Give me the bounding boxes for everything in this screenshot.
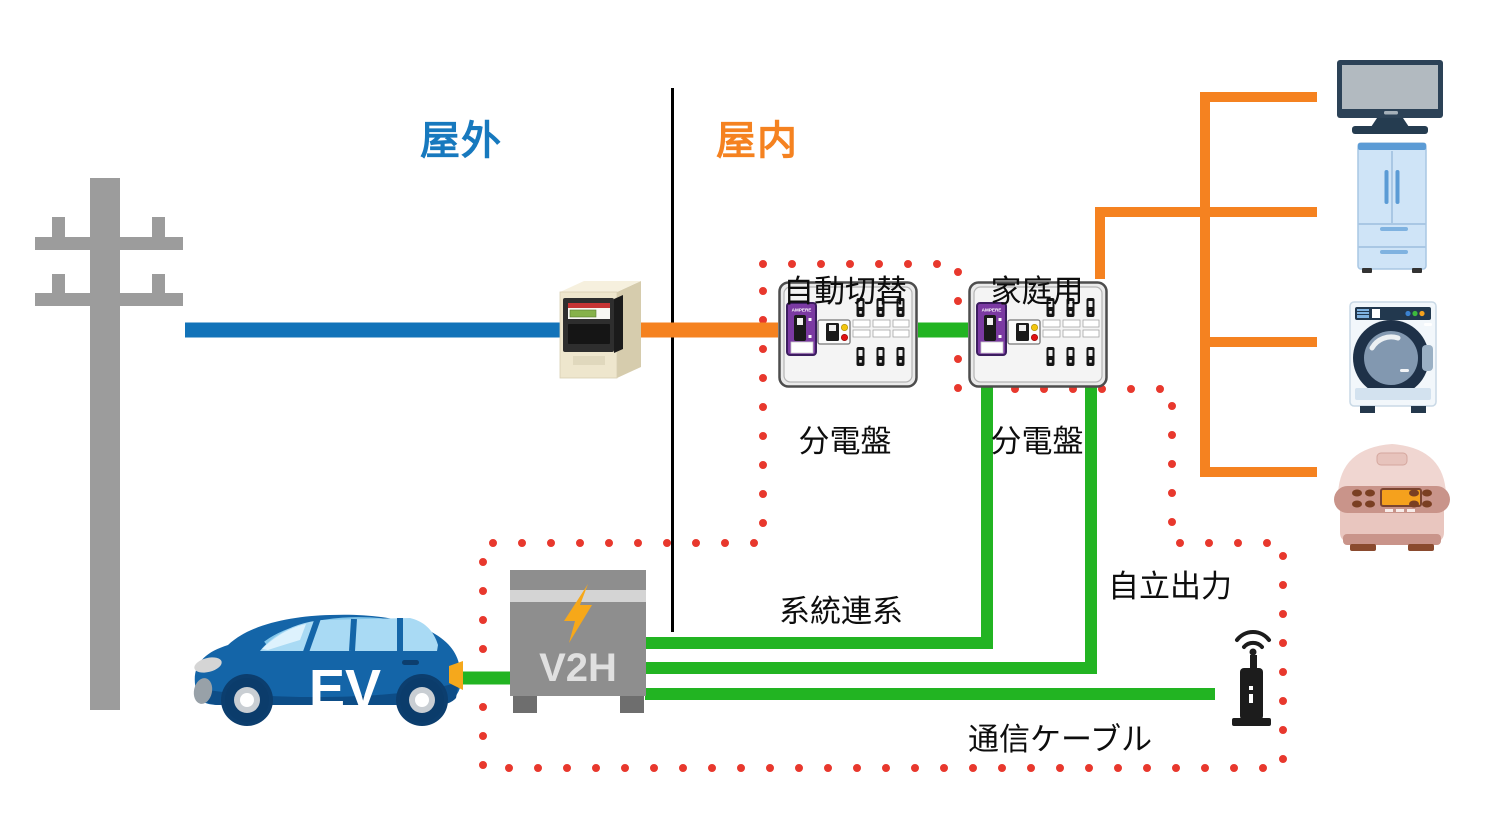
standalone-output-line [645, 386, 1097, 674]
home-panel-label: 家庭用 分電盤 [956, 167, 1118, 517]
communication-cable-label: 通信ケーブル [968, 722, 1153, 757]
power-meter-icon [559, 281, 641, 379]
appliance-power-lines [1095, 92, 1317, 477]
washing-machine-icon [1349, 301, 1437, 413]
home-panel-label-line2: 分電盤 [990, 424, 1084, 459]
panel-to-fridge-line [1095, 207, 1317, 279]
auto-switch-panel-label-line2: 分電盤 [798, 424, 892, 459]
v2h-boundary-dotted-line [479, 260, 1287, 772]
tv-and-cooker-trunk-line [1200, 92, 1317, 477]
front-wheel [221, 674, 273, 726]
lightning-bolt-icon [564, 584, 592, 643]
v2h-label: V2H [539, 646, 617, 690]
outdoor-zone-label: 屋外 [420, 119, 502, 163]
door-handle [402, 660, 419, 665]
standalone-output-label: 自立出力 [1108, 569, 1232, 604]
rice-cooker-icon [1334, 444, 1450, 551]
ev-label: EV [309, 659, 381, 719]
indoor-zone-label: 屋内 [716, 119, 798, 163]
auto-switch-panel-label: 自動切替 分電盤 [764, 167, 926, 517]
tail-light [449, 661, 463, 690]
tv-icon [1337, 60, 1443, 134]
v2h-unit-icon: V2H [510, 570, 646, 713]
refrigerator-icon [1357, 142, 1427, 273]
wifi-router-icon [1232, 630, 1271, 726]
headlight [194, 657, 222, 673]
grid-connection-label: 系統連系 [779, 594, 903, 629]
rear-wheel [396, 674, 448, 726]
ev-car-icon: EV [193, 614, 463, 726]
v2h-lines [452, 322, 1215, 700]
auto-switch-panel-label-line1: 自動切替 [783, 274, 907, 309]
utility-pole-icon [35, 178, 183, 710]
home-panel-label-line1: 家庭用 [990, 274, 1084, 309]
grid-connection-line [645, 386, 993, 649]
